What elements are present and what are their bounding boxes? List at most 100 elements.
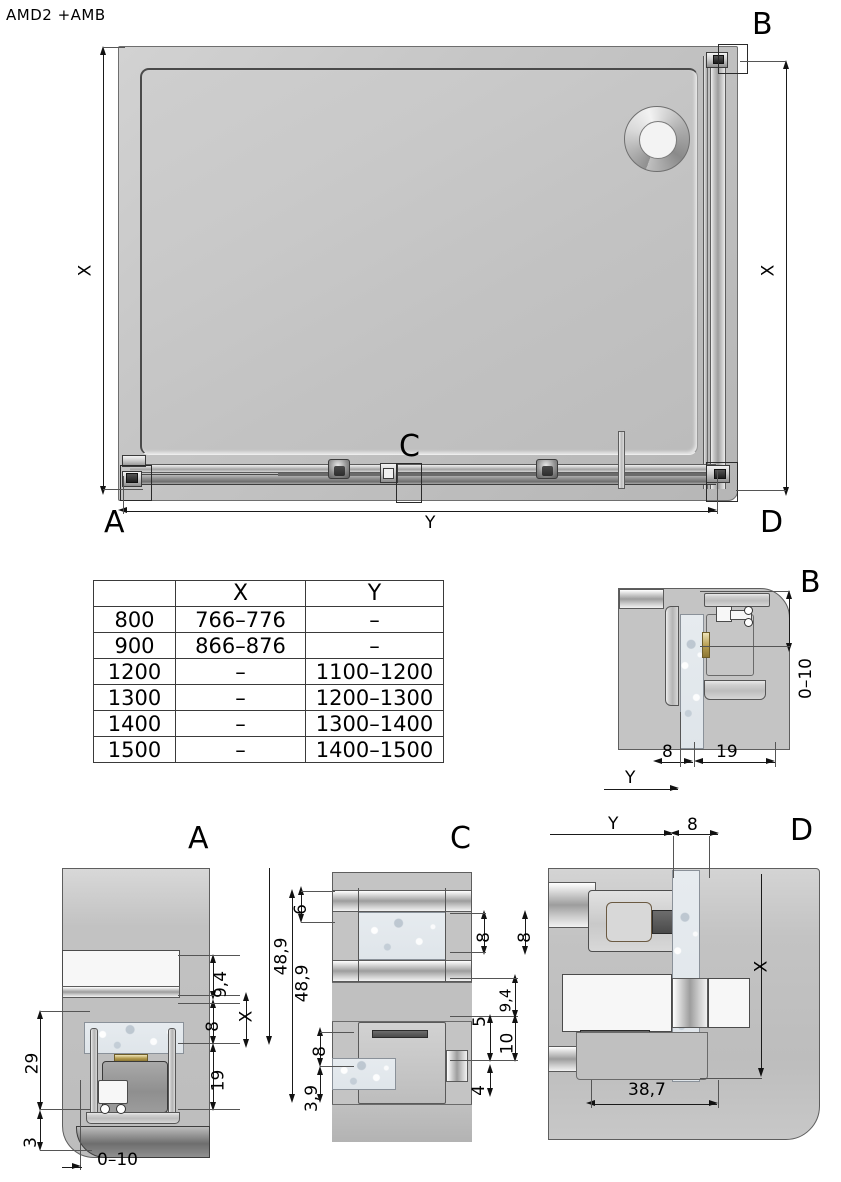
callout-label-a: A (104, 505, 125, 540)
detail-b-ext-top (700, 591, 790, 592)
vertical-seal-strip (703, 56, 708, 489)
detail-d-dim-line-y (550, 834, 672, 835)
detail-a-ext-29-top (40, 1011, 90, 1012)
detail-c-dim-8-mid: 8 (473, 932, 494, 943)
detail-c-dim-line-8-right (525, 916, 526, 950)
table-cell-x: 866–876 (175, 632, 306, 659)
detail-a-arrow-x-bottom (242, 1039, 249, 1048)
detail-b-ext-v1 (680, 712, 681, 767)
detail-b-brass-bushing (702, 632, 710, 658)
detail-a-arrow-3-bottom (36, 1142, 43, 1151)
detail-a-arrow-489-bottom (265, 1036, 272, 1045)
callout-box-b (718, 44, 748, 74)
detail-a-arrow-0-10 (72, 1163, 81, 1169)
detail-a-ext-94-top (178, 955, 240, 956)
detail-d-dim-8: 8 (687, 815, 698, 835)
detail-c-chrome-right-stub (446, 1050, 468, 1082)
corner-fitting-bolt-bottom-left (126, 473, 138, 483)
detail-a-bottom-chrome (76, 1126, 210, 1158)
table-cell-size: 900 (93, 632, 176, 659)
detail-a-arrow-19-top (209, 1043, 216, 1052)
roller-right (536, 459, 558, 479)
table-cell-x: 766–776 (175, 606, 306, 633)
dim-arrow-left-x-bottom (99, 486, 106, 495)
center-fitting-c-insert (383, 468, 394, 479)
detail-d-ext-8-right (709, 836, 710, 878)
detail-b-arrow-8-left (653, 758, 662, 764)
detail-a-arrow-8-bottom (209, 1036, 216, 1045)
detail-b-arrow-19-right (766, 758, 775, 764)
detail-a-ext-94-bottom (178, 995, 240, 996)
detail-d-rail-hook (606, 902, 652, 942)
detail-c-arrow-10-bottom (486, 1053, 493, 1062)
detail-a-pin-left (100, 1104, 110, 1114)
detail-a-dim-line-94 (213, 960, 214, 994)
detail-d-ext-387-right (718, 1080, 719, 1108)
detail-a-ext-3-bottom (40, 1150, 92, 1151)
detail-c-ext-8-left-top (320, 1032, 354, 1033)
dim-line-bottom-y (124, 511, 717, 512)
detail-c-chrome-mid (332, 960, 472, 982)
detail-c-arrow-8-right-bottom (521, 946, 528, 955)
detail-a-dim-19: 19 (208, 1069, 229, 1092)
dim-line-left-x (103, 52, 104, 489)
table-cell-y: 1100–1200 (305, 658, 444, 685)
corner-fitting-bolt-bottom-right (714, 469, 726, 479)
detail-a-label: A (188, 821, 209, 856)
dim-line-right-x (786, 66, 787, 490)
table-cell-size: 1500 (93, 736, 176, 763)
detail-d-clamp-chrome (672, 978, 708, 1028)
detail-c-glass-lower (332, 1058, 396, 1090)
detail-a-dim-line-8 (213, 1002, 214, 1042)
detail-a-bracket (98, 1080, 128, 1104)
detail-d-dim-x: X (751, 960, 772, 973)
detail-b-ext-v2 (694, 742, 695, 767)
callout-box-d (706, 462, 738, 502)
detail-b-arrow-8-right (684, 758, 693, 764)
drain-ring (624, 106, 690, 172)
detail-b-arrow-19-left (694, 758, 703, 764)
detail-a-channel-bottom (86, 1112, 180, 1124)
detail-a-dim-94: 9,4 (211, 970, 232, 999)
detail-a-ext-29-bottom (40, 1109, 90, 1110)
detail-a-ext-0-10 (80, 1080, 81, 1170)
vertical-door-rail (710, 56, 726, 489)
detail-c-ext-94-top (450, 978, 518, 979)
detail-c-ext-10-bottom (450, 1060, 518, 1061)
detail-d-dim-line-x (761, 874, 762, 1074)
callout-box-a (120, 465, 152, 501)
detail-d-label: D (790, 813, 814, 848)
detail-b-wall-body (618, 588, 790, 750)
detail-c-arrow-8-mid-bottom (480, 946, 487, 955)
detail-b-arrow-top (785, 590, 792, 599)
dim-label-right-x: X (758, 264, 779, 277)
dim-ext-right-x-top (740, 61, 786, 62)
detail-c-glass-upper (358, 912, 446, 960)
roller-left (328, 459, 350, 479)
detail-d-bracket-block-right (708, 978, 750, 1028)
detail-d-ext-387-left (591, 1080, 592, 1108)
detail-c-arrow-4-bottom (486, 1088, 493, 1097)
table-cell-y: – (305, 606, 444, 633)
detail-c-arrow-489-bottom (288, 1094, 295, 1103)
detail-c-dim-line-10-a (490, 1020, 491, 1058)
detail-a-dim-0-10: 0–10 (97, 1150, 138, 1170)
detail-a-profile-chrome-edge (62, 986, 180, 998)
detail-d-arrow-y (664, 830, 673, 836)
detail-b-dim-y: Y (625, 768, 636, 788)
callout-label-d: D (760, 505, 784, 540)
table-cell-y: – (305, 632, 444, 659)
detail-a-ext-8-top (178, 1003, 240, 1004)
detail-d-arrow-x-bottom (757, 1068, 764, 1077)
detail-b-bottom-profile (704, 680, 766, 700)
dim-arrow-y-left (118, 507, 127, 513)
detail-b-top-rail (704, 593, 770, 607)
detail-d-dim-line-387 (592, 1104, 717, 1105)
detail-a-dim-3: 3 (20, 1137, 41, 1148)
detail-d-dim-y: Y (608, 814, 619, 834)
table-cell-x: – (175, 684, 306, 711)
detail-c-arrow-489-top (288, 889, 295, 898)
detail-d-dim-line-8 (676, 834, 718, 835)
